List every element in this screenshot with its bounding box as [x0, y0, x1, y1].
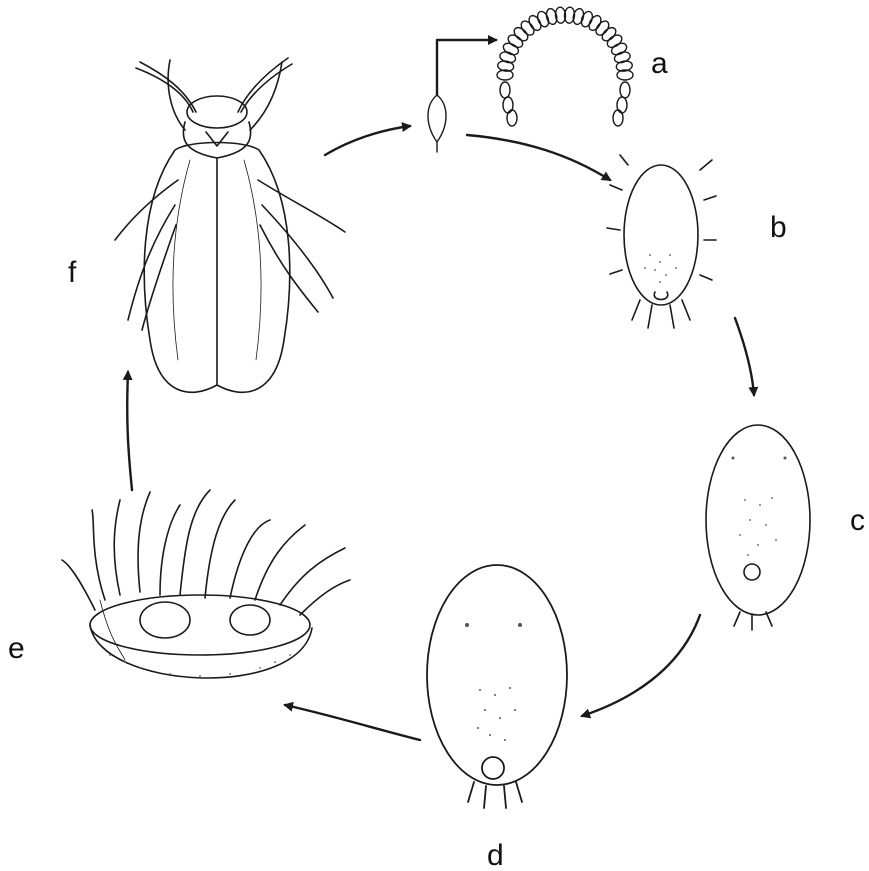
crawler-stipple: [644, 254, 677, 283]
arrow-b-to-c: [735, 318, 754, 395]
stage-label-f: f: [68, 256, 77, 289]
pupa-case-icon: [62, 490, 350, 678]
stage-label-b: b: [770, 211, 787, 244]
arrow-f-to-a: [325, 126, 410, 155]
second-instar-icon: [706, 425, 810, 630]
egg-icon: [519, 19, 537, 38]
egg-icon: [613, 110, 623, 126]
egg-icon: [605, 33, 624, 50]
egg-icon: [507, 110, 517, 126]
stage-label-c: c: [850, 504, 865, 537]
crawler-nymph-icon: [607, 155, 716, 328]
arrow-d-to-e: [285, 705, 420, 740]
stage-label-d: d: [487, 839, 504, 871]
egg-icon: [610, 41, 629, 57]
pupa-stipple: [109, 654, 291, 677]
second-instar-stipple: [732, 457, 787, 556]
egg-chain-icon: [428, 7, 633, 152]
adult-whitefly-icon: [115, 58, 345, 392]
third-instar-icon: [427, 565, 567, 808]
arrow-a-to-b: [467, 135, 610, 180]
third-instar-stipple: [465, 623, 522, 741]
stage-label-a: a: [651, 47, 668, 80]
egg-icon: [620, 82, 630, 98]
egg-icon: [536, 10, 551, 29]
arrow-e-to-f: [127, 372, 132, 490]
arrow-c-to-d: [582, 615, 700, 716]
egg-icon: [527, 14, 544, 33]
egg-icon: [500, 82, 510, 98]
stage-label-e: e: [8, 632, 25, 665]
egg-icon: [613, 50, 631, 64]
